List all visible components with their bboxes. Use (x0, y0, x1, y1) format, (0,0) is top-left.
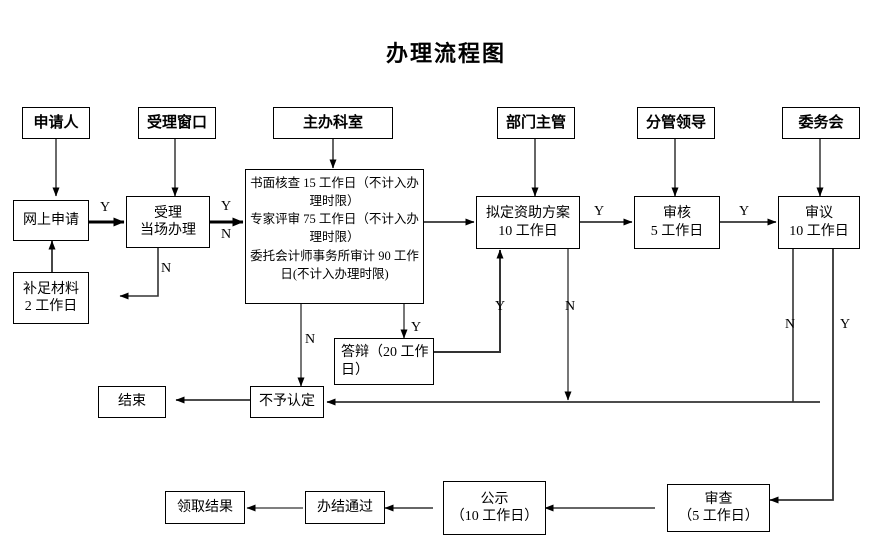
edge-label-online-to-accept-y: Y (100, 200, 111, 215)
node-online-application-label: 网上申请 (23, 212, 79, 228)
edge-deliberate-y-to-inspection (769, 249, 834, 504)
node-defense-line1: 答辩（20 工作 (341, 345, 429, 360)
edge-defense-y-to-draft (434, 249, 504, 353)
node-deliberate-line2: 10 工作日 (789, 223, 849, 239)
node-committee[interactable]: 委务会 (782, 107, 860, 139)
node-dept-manager-label: 部门主管 (505, 114, 566, 131)
node-deliberate-line1: 审议 (805, 206, 833, 221)
node-end[interactable]: 结束 (98, 386, 166, 418)
node-accept-onsite[interactable]: 受理 当场办理 (126, 196, 210, 248)
node-examine[interactable]: 审核 5 工作日 (634, 196, 720, 249)
edge-label-accept-down-n: N (161, 261, 172, 276)
node-accept-onsite-line1: 受理 (154, 205, 182, 221)
edge-label-accept-to-review-n: N (221, 227, 232, 242)
node-get-result[interactable]: 领取结果 (165, 491, 245, 524)
node-inspection-line2: （5 工作日） (678, 509, 759, 524)
node-completed[interactable]: 办结通过 (305, 491, 385, 524)
node-supplement-materials-line2: 2 工作日 (24, 299, 78, 314)
edge-label-draft-to-examine-y: Y (594, 204, 605, 219)
edge-label-review-to-defense-y: Y (411, 320, 422, 335)
edge-label-accept-to-review-y: Y (221, 199, 232, 214)
edge-label-examine-to-deliberate-y: Y (739, 204, 750, 219)
node-supplement-materials-line1: 补足材料 (23, 281, 79, 297)
node-inspection[interactable]: 审查 （5 工作日） (667, 484, 770, 532)
node-examine-line2: 5 工作日 (650, 223, 704, 239)
node-publicity[interactable]: 公示 （10 工作日） (443, 481, 546, 535)
node-get-result-label: 领取结果 (177, 499, 233, 515)
node-defense[interactable]: 答辩（20 工作 日） (334, 338, 434, 385)
node-dept-manager[interactable]: 部门主管 (497, 107, 575, 139)
node-host-department-label: 主办科室 (302, 114, 363, 131)
node-deliberate[interactable]: 审议 10 工作日 (778, 196, 860, 249)
node-accept-onsite-line2: 当场办理 (140, 223, 196, 238)
edge-label-deliberate-down-y: Y (840, 317, 851, 332)
node-review-detail-line1: 书面核查 15 工作日（不计入办理时限） (250, 176, 419, 209)
node-division-leader[interactable]: 分管领导 (637, 107, 715, 139)
node-draft-plan[interactable]: 拟定资助方案 10 工作日 (476, 196, 580, 249)
node-end-label: 结束 (118, 394, 146, 410)
node-examine-line1: 审核 (663, 206, 691, 221)
node-applicant[interactable]: 申请人 (22, 107, 90, 139)
node-not-recognized[interactable]: 不予认定 (250, 386, 324, 418)
edge-label-draft-down-n: N (565, 299, 576, 314)
node-inspection-line1: 审查 (704, 491, 733, 507)
edge-accept-n-to-supplement (119, 248, 159, 300)
edge-label-deliberate-down-n: N (785, 317, 796, 332)
node-division-leader-label: 分管领导 (645, 114, 706, 131)
edge-label-review-down-n: N (305, 332, 316, 347)
node-publicity-line2: （10 工作日） (450, 509, 539, 524)
node-host-department[interactable]: 主办科室 (273, 107, 393, 139)
node-not-recognized-label: 不予认定 (259, 394, 315, 410)
node-online-application[interactable]: 网上申请 (13, 200, 89, 241)
node-supplement-materials[interactable]: 补足材料 2 工作日 (13, 272, 89, 324)
edge-label-defense-up-y: Y (495, 299, 506, 314)
node-acceptance-window[interactable]: 受理窗口 (138, 107, 216, 139)
page-title: 办理流程图 (385, 41, 506, 66)
node-defense-line2: 日） (341, 362, 369, 378)
node-review-detail-line2: 专家评审 75 工作日（不计入办理时限） (250, 212, 419, 245)
node-applicant-label: 申请人 (33, 114, 79, 131)
node-draft-plan-line2: 10 工作日 (498, 223, 558, 239)
node-completed-label: 办结通过 (317, 499, 373, 515)
node-publicity-line1: 公示 (480, 491, 509, 507)
node-review-detail-line3: 委托会计师事务所审计 90 工作日(不计入办理时限) (250, 248, 419, 281)
node-draft-plan-line1: 拟定资助方案 (486, 206, 570, 221)
node-review-detail[interactable]: 书面核查 15 工作日（不计入办理时限） 专家评审 75 工作日（不计入办理时限… (245, 169, 424, 304)
node-committee-label: 委务会 (798, 114, 844, 131)
node-acceptance-window-label: 受理窗口 (146, 114, 207, 131)
